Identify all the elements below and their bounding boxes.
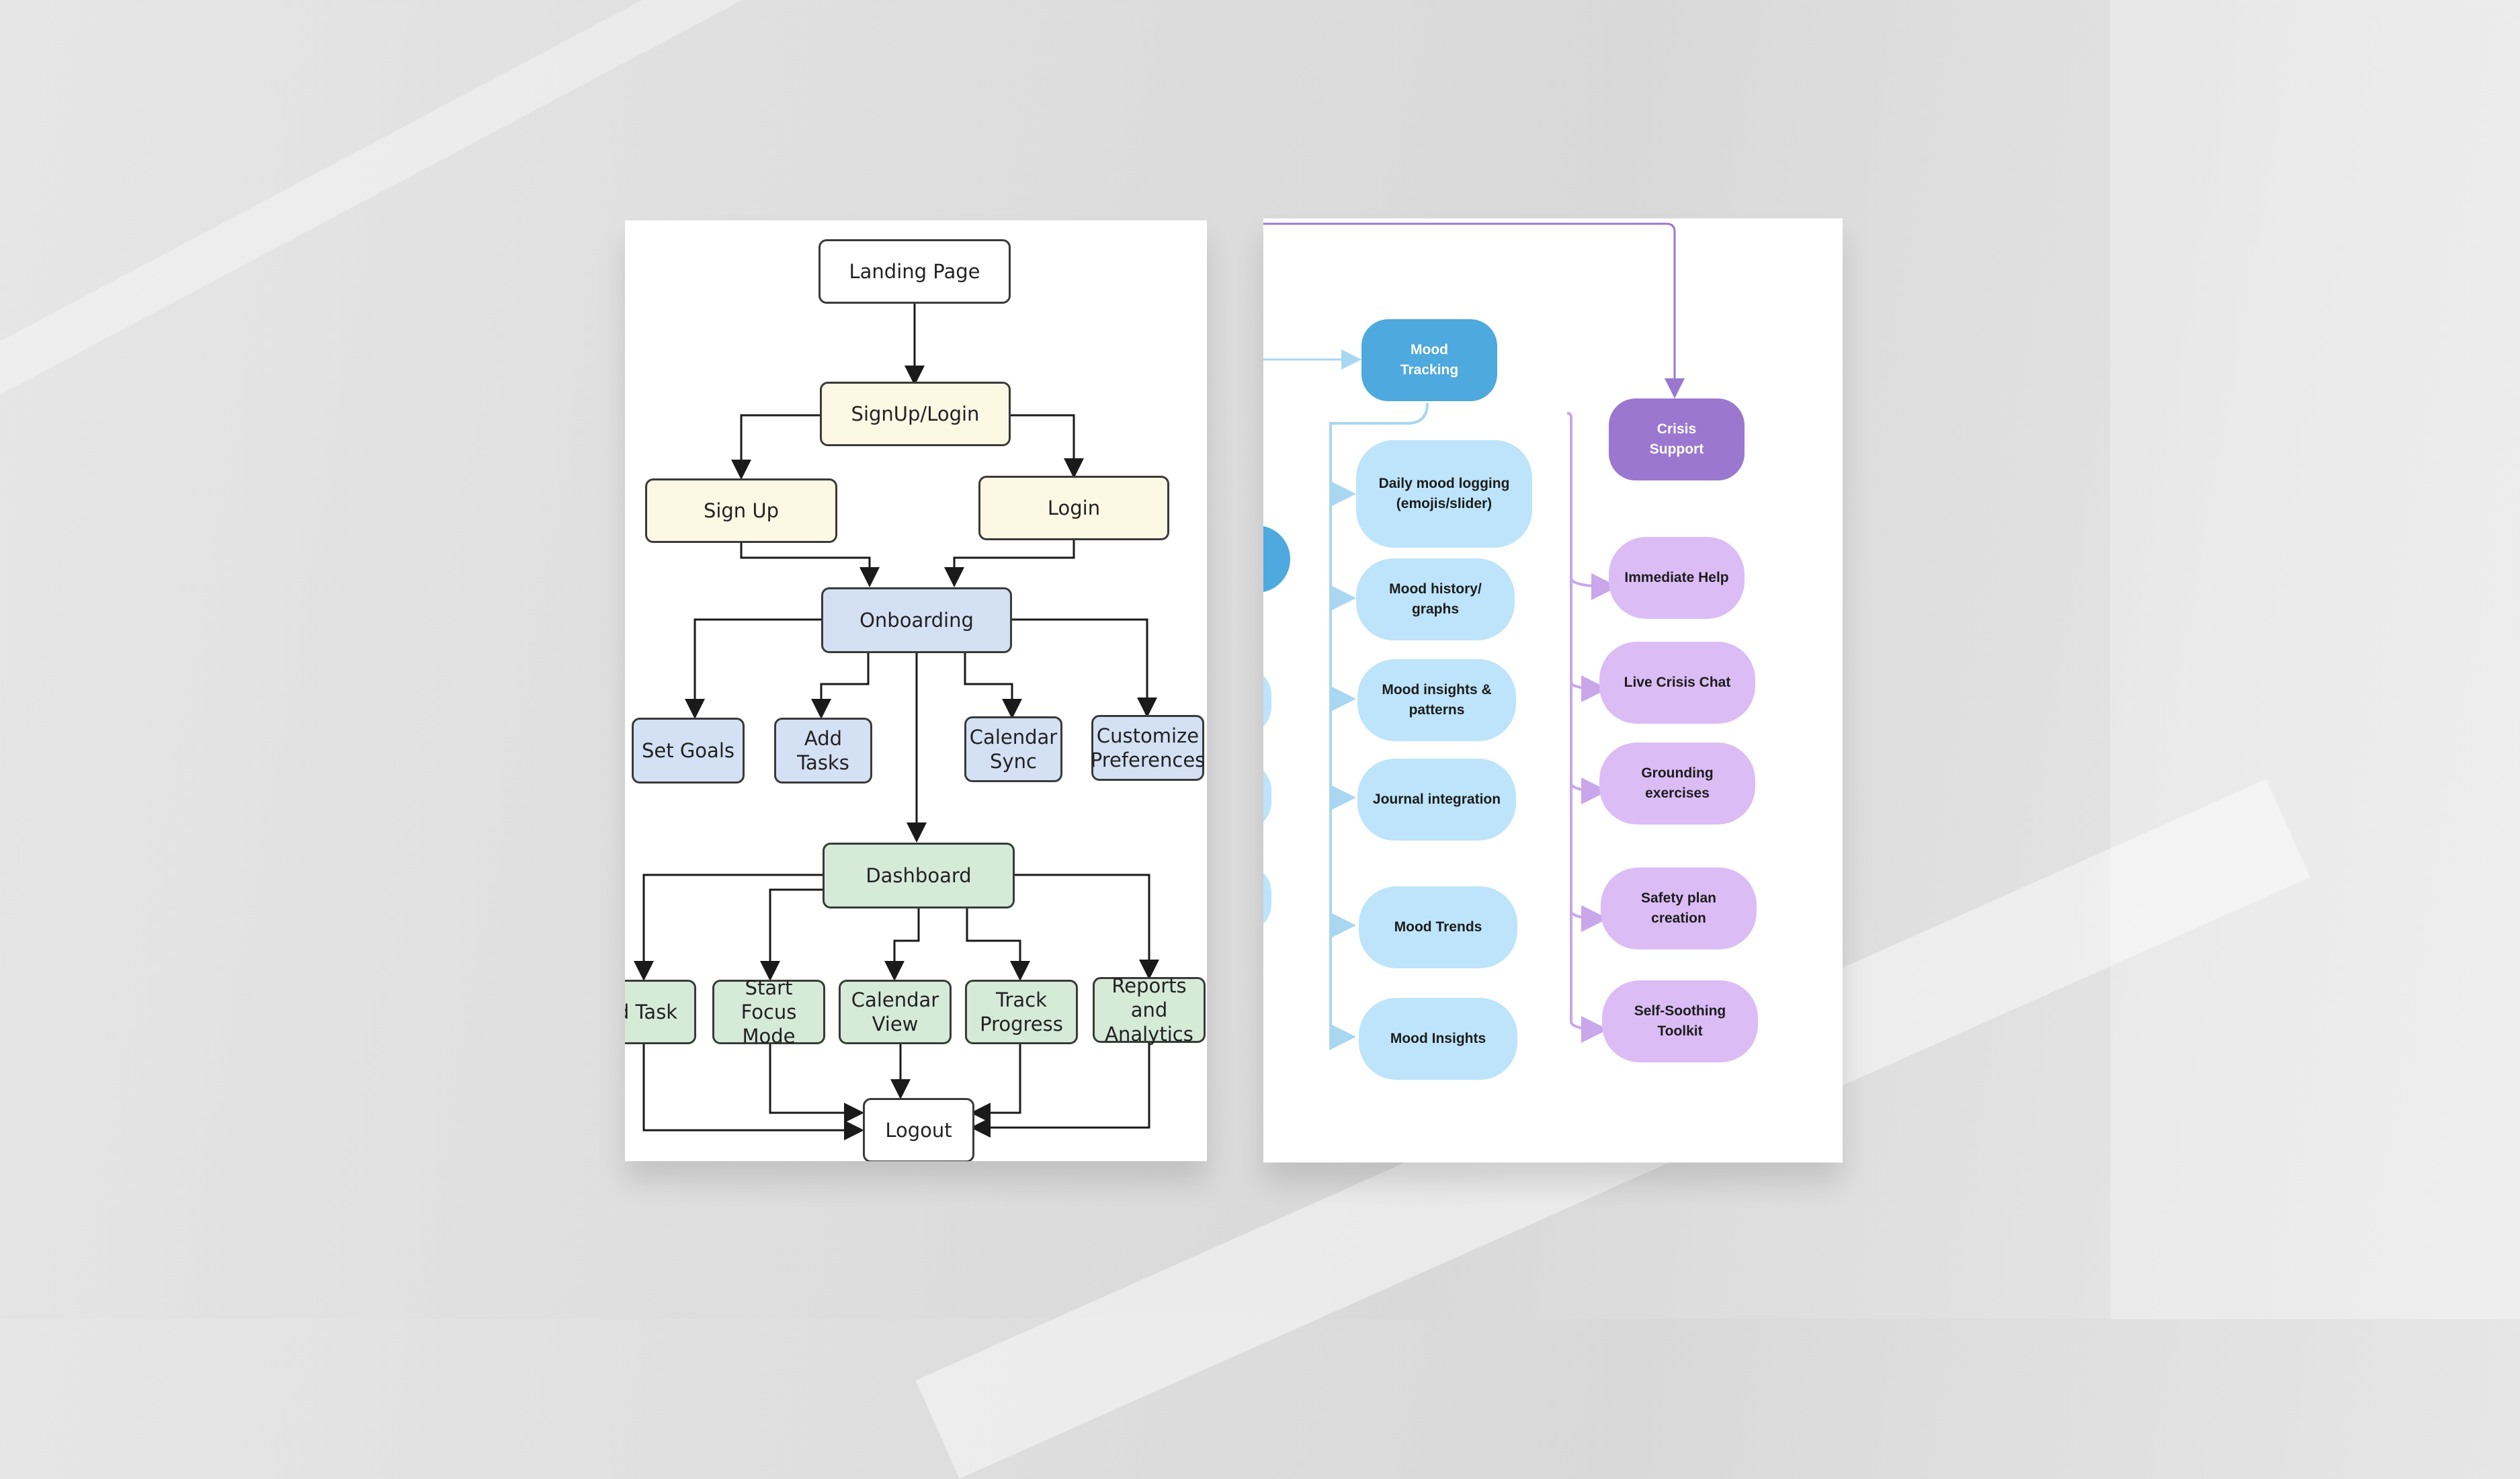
login-node: Login xyxy=(978,476,1169,540)
crisis-item: Self-Soothing Toolkit xyxy=(1602,980,1758,1062)
mood-item: Mood insights & patterns xyxy=(1357,659,1516,741)
crisis-item: Live Crisis Chat xyxy=(1599,642,1755,724)
mood-tracking-header: Mood Tracking xyxy=(1361,319,1497,401)
calendar-sync-node: Calendar Sync xyxy=(964,716,1062,782)
mood-item: Mood Trends xyxy=(1359,886,1517,968)
mood-item: Mood Insights xyxy=(1359,998,1517,1080)
mood-item: Mood history/ graphs xyxy=(1356,558,1515,640)
calendar-view-node: Calendar View xyxy=(839,980,952,1044)
start-focus-mode-node: Start Focus Mode xyxy=(712,976,825,1048)
background-wall-edge xyxy=(2110,0,2520,1319)
mood-item: Journal integration xyxy=(1357,759,1516,841)
mood-item: Daily mood logging (emojis/slider) xyxy=(1356,440,1532,548)
features-sheet: Mood Tracking Daily mood logging (emojis… xyxy=(1263,218,1843,1163)
flowchart-connectors xyxy=(634,304,1159,1140)
set-goals-node: Set Goals xyxy=(632,718,745,784)
features-connectors xyxy=(1263,222,1685,1050)
signup-login-node: SignUp/Login xyxy=(820,382,1011,446)
crisis-item: Safety plan creation xyxy=(1601,868,1757,949)
dashboard-node: Dashboard xyxy=(823,843,1015,908)
crisis-support-header: Crisis Support xyxy=(1609,398,1745,480)
add-task-node: d Task xyxy=(625,980,696,1044)
onboarding-node: Onboarding xyxy=(821,587,1012,653)
landing-page-node: Landing Page xyxy=(818,239,1011,304)
add-tasks-node: Add Tasks xyxy=(774,718,872,784)
crisis-item: Immediate Help xyxy=(1609,537,1745,619)
crisis-item: Grounding exercises xyxy=(1599,743,1755,825)
logout-node: Logout xyxy=(863,1098,974,1161)
flowchart-sheet: Landing Page SignUp/Login Sign Up Login … xyxy=(625,220,1207,1161)
reports-analytics-node: Reports and Analytics xyxy=(1093,974,1206,1046)
sign-up-node: Sign Up xyxy=(645,478,837,543)
customize-preferences-node: Customize Preferences xyxy=(1091,715,1205,781)
track-progress-node: Track Progress xyxy=(965,980,1078,1044)
